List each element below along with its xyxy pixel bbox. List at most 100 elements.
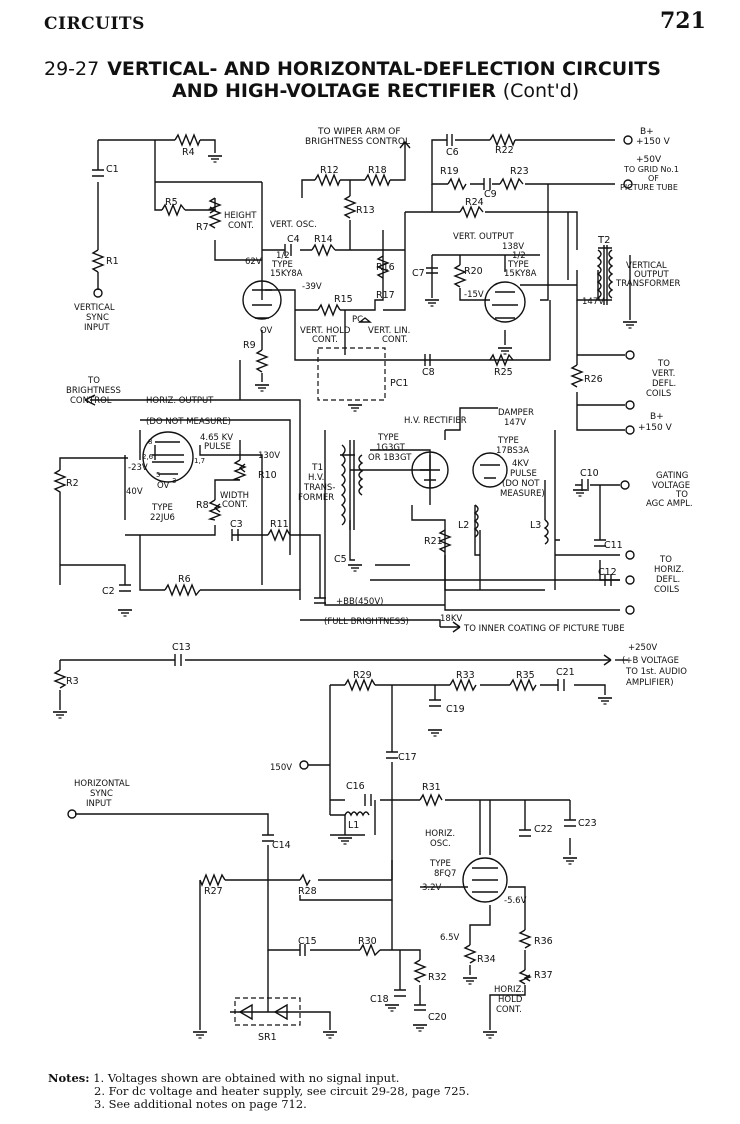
page-header: CIRCUITS 721 xyxy=(0,0,740,40)
label-r24: R24 xyxy=(465,197,484,208)
label-do-not-measure: (DO NOT MEASURE) xyxy=(146,417,231,427)
label-r37: R37 xyxy=(534,970,553,981)
label-pc1: PC1 xyxy=(390,378,408,389)
plus250-label-2: (+B VOLTAGE xyxy=(622,656,679,666)
tube1-label-3: 15KY8A xyxy=(270,269,303,279)
tube3-label-1: TYPE xyxy=(151,503,173,513)
t1-label-2: H.V. xyxy=(308,473,324,483)
label-c11: C11 xyxy=(604,540,623,551)
height-label-1: HEIGHT xyxy=(224,211,257,221)
kv4-label-2: PULSE xyxy=(510,469,537,479)
wiper-label-2: BRIGHTNESS CONTROL xyxy=(305,137,410,147)
label-r18: R18 xyxy=(368,165,387,176)
gating-label-3: TO xyxy=(675,490,688,500)
label-r8: R8 xyxy=(196,500,209,511)
capacitor-symbols xyxy=(92,134,612,1011)
tube4-label-2: 1G3GT xyxy=(376,443,406,453)
label-inner-coating: TO INNER COATING OF PICTURE TUBE xyxy=(463,624,625,634)
gating-label-1: GATING xyxy=(656,471,688,481)
label-l1: L1 xyxy=(348,820,359,831)
label-c12: C12 xyxy=(598,567,617,578)
pin-label-3: 3 xyxy=(172,477,176,485)
label-c4: C4 xyxy=(287,234,300,245)
label-c10: C10 xyxy=(580,468,599,479)
bplus150-label-2: +150 V xyxy=(636,137,671,147)
label-vert-osc: VERT. OSC. xyxy=(270,220,317,230)
label-6-5v: 6.5V xyxy=(440,933,460,943)
label-full-brightness: (FULL BRIGHTNESS) xyxy=(324,617,409,627)
plus50-label-4: PICTURE TUBE xyxy=(620,183,678,192)
horizosc-label-2: OSC. xyxy=(430,839,451,849)
tube2-label-2: TYPE xyxy=(507,260,529,270)
label-r21: R21 xyxy=(424,536,443,547)
tube3-label-2: 22JU6 xyxy=(150,513,175,523)
label-r15: R15 xyxy=(334,294,353,305)
vsync-label-3: INPUT xyxy=(84,323,110,333)
label-c6: C6 xyxy=(446,147,459,158)
label-r5: R5 xyxy=(165,197,178,208)
component-labels: TO WIPER ARM OF BRIGHTNESS CONTROL C1 R4… xyxy=(66,127,693,1043)
vlin-label-1: VERT. LIN. xyxy=(368,326,410,336)
t1-label-4: FORMER xyxy=(298,493,334,503)
hhold-label-1: HORIZ. xyxy=(494,985,524,995)
label-horiz-output: HORIZ. OUTPUT xyxy=(146,396,214,406)
vhold-label-1: VERT. HOLD xyxy=(300,326,351,336)
hdefl-label-3: DEFL. xyxy=(656,575,680,585)
tobright-label-3: CONTROL xyxy=(70,396,112,406)
height-label-2: CONT. xyxy=(228,221,254,231)
tobright-label-2: BRIGHTNESS xyxy=(66,386,121,396)
plus250-label-4: AMPLIFIER) xyxy=(626,678,674,688)
label-c19: C19 xyxy=(446,704,465,715)
pin-label-1-7: 1,7 xyxy=(194,457,205,465)
vdefl-label-2: VERT. xyxy=(652,369,675,379)
section-name: CIRCUITS xyxy=(44,14,145,34)
page-number: 721 xyxy=(660,8,706,34)
label-r14: R14 xyxy=(314,234,333,245)
label-r29: R29 xyxy=(353,670,372,681)
label-c18: C18 xyxy=(370,994,389,1005)
terminal-symbols xyxy=(67,135,635,819)
label-c13: C13 xyxy=(172,642,191,653)
label-c9: C9 xyxy=(484,189,497,200)
label-147v: 147V xyxy=(582,297,604,307)
label-hv-rectifier: H.V. RECTIFIER xyxy=(404,416,467,426)
label-r28: R28 xyxy=(298,886,317,897)
label-neg39v: -39V xyxy=(302,282,322,292)
vsync-label-2: SYNC xyxy=(86,313,109,323)
label-c23: C23 xyxy=(578,818,597,829)
width-label-1: WIDTH xyxy=(220,491,249,501)
kv4-label-3: (DO NOT xyxy=(502,479,540,489)
transformer-coil-symbols xyxy=(238,245,614,1021)
hhold-label-3: CONT. xyxy=(496,1005,522,1015)
label-c16: C16 xyxy=(346,781,365,792)
label-sr1: SR1 xyxy=(258,1032,277,1043)
hdefl-label-4: COILS xyxy=(654,585,679,595)
label-r35: R35 xyxy=(516,670,535,681)
vot-label-3: TRANSFORMER xyxy=(615,279,681,289)
label-neg5-6v: -5.6V xyxy=(504,896,527,906)
hhold-label-2: HOLD xyxy=(498,995,523,1005)
notes: Notes: 1. Voltages shown are obtained wi… xyxy=(48,1072,470,1111)
label-c3: C3 xyxy=(230,519,243,530)
damper-label-2: 147V xyxy=(504,418,526,428)
label-r12: R12 xyxy=(320,165,339,176)
arrow-symbols xyxy=(84,140,612,982)
label-r1: R1 xyxy=(106,256,119,267)
horizosc-label-1: HORIZ. xyxy=(425,829,455,839)
label-r7: R7 xyxy=(196,222,209,233)
label-r36: R36 xyxy=(534,936,553,947)
label-bb-450v: +BB(450V) xyxy=(336,597,383,607)
title-sub: AND HIGH-VOLTAGE RECTIFIER xyxy=(172,80,497,102)
plus50-label-1: +50V xyxy=(636,155,662,165)
hsync-label-1: HORIZONTAL xyxy=(74,779,130,789)
tube1-label-2: TYPE xyxy=(271,260,293,270)
wiper-label-1: TO WIPER ARM OF xyxy=(317,127,401,137)
damper-label-1: DAMPER xyxy=(498,408,534,418)
schematic: TO WIPER ARM OF BRIGHTNESS CONTROL C1 R4… xyxy=(52,127,693,1043)
plus50-label-2: TO GRID No.1 xyxy=(623,165,679,174)
label-r19: R19 xyxy=(440,166,459,177)
tube2-label-3: 15KY8A xyxy=(504,269,537,279)
t1-label-3: TRANS- xyxy=(303,483,335,493)
